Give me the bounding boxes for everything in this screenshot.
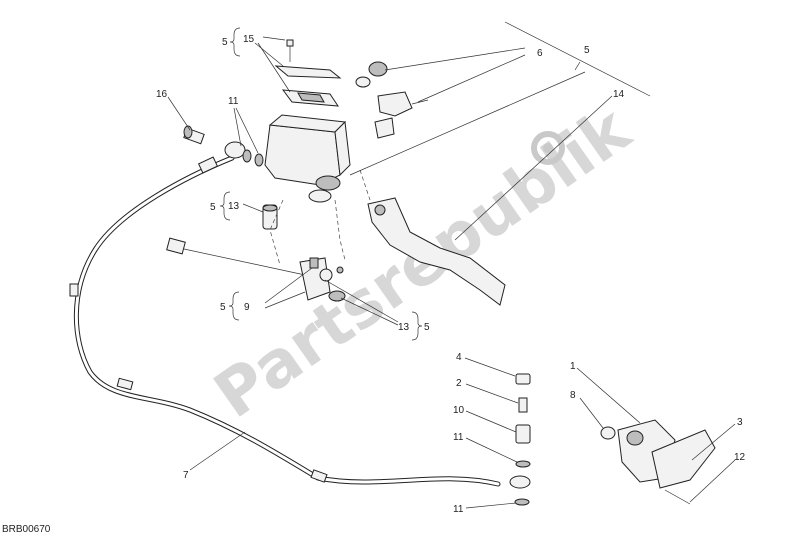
reservoir-cap-parts [274, 39, 342, 107]
label-11: 11 [453, 432, 464, 443]
assembly-guides [269, 169, 371, 266]
label-7: 7 [183, 470, 189, 481]
lever-pivot-parts [355, 61, 429, 139]
banjo-fitting-top [183, 125, 264, 167]
clutch-switch [166, 237, 346, 302]
master-cylinder [264, 114, 351, 203]
drawing-code: BRB00670 [2, 524, 51, 535]
gear-watermark-icon [531, 131, 565, 165]
label-5: 5 [210, 202, 216, 213]
label-1: 1 [570, 361, 576, 372]
label-9: 9 [244, 302, 250, 313]
leader-lines [167, 21, 736, 509]
slave-cylinder [600, 419, 716, 505]
label-11: 11 [228, 96, 239, 107]
label-4: 4 [456, 352, 462, 363]
clutch-hose [69, 155, 501, 487]
hose-fittings [509, 373, 531, 506]
clutch-lever [367, 197, 506, 306]
label-15: 15 [243, 34, 255, 45]
label-2: 2 [456, 378, 462, 389]
label-13: 13 [228, 201, 240, 212]
label-16: 16 [156, 89, 168, 100]
label-5: 5 [424, 322, 430, 333]
label-12: 12 [734, 452, 746, 463]
label-8: 8 [570, 390, 576, 401]
label-5: 5 [222, 37, 228, 48]
label-10: 10 [453, 405, 465, 416]
label-6: 6 [537, 48, 543, 59]
part-labels: 5 15 6 5 16 11 14 5 13 5 9 13 5 4 1 2 8 … [156, 34, 746, 515]
label-11: 11 [453, 504, 464, 515]
label-3: 3 [737, 417, 743, 428]
label-13: 13 [398, 322, 410, 333]
label-14: 14 [613, 89, 625, 100]
label-5: 5 [584, 45, 590, 56]
label-5: 5 [220, 302, 226, 313]
pivot-pin [262, 204, 278, 230]
